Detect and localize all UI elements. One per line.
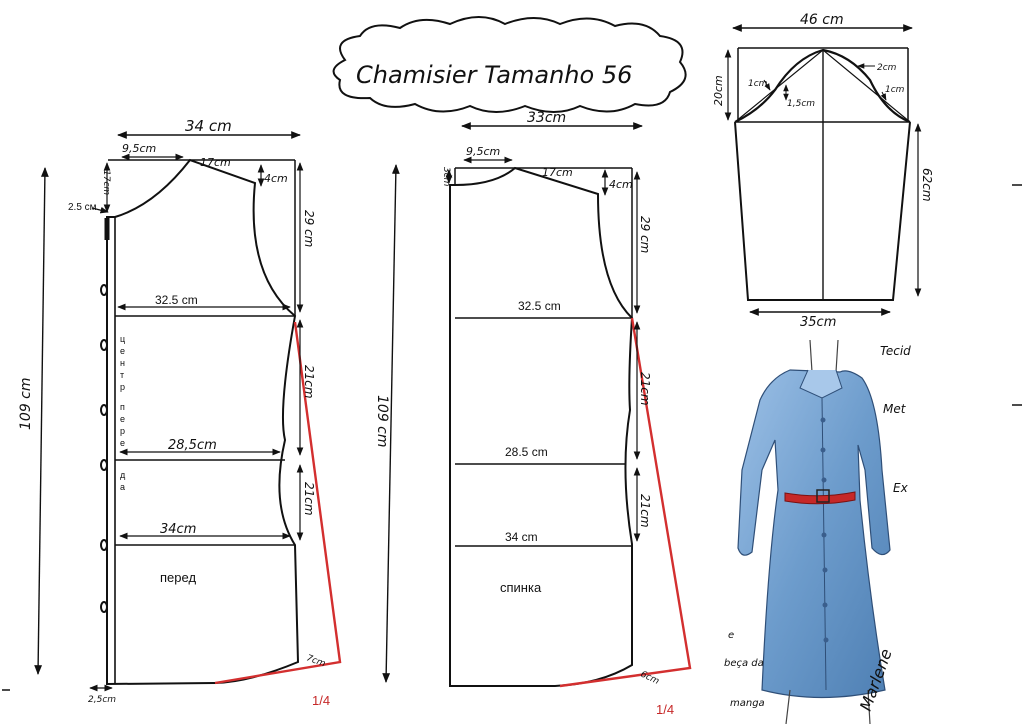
front-quarter: 1/4 [312, 693, 330, 708]
title-cloud: Chamisier Tamanho 56 [332, 16, 687, 113]
back-shoulder: 17cm [542, 166, 573, 179]
sleeve-cap [734, 48, 911, 124]
page-title: Chamisier Tamanho 56 [356, 61, 632, 89]
svg-text:р: р [120, 426, 125, 436]
front-extension: 2.5 cм [68, 202, 97, 213]
sleeve-piece: 46 cm 35cm 20cm 62cm 1cm 1,5cm 2cm 1cm [712, 12, 934, 330]
sketch-note-e: e [728, 630, 734, 641]
svg-text:д: д [120, 470, 126, 480]
back-armhole-depth: 29 cm [638, 216, 652, 253]
center-front-label: ц е н т р п е р е д а [120, 334, 126, 492]
svg-text:р: р [120, 382, 125, 392]
front-length: 109 cm [18, 377, 34, 430]
sleeve-note-2: 1,5cm [787, 99, 815, 109]
sleeve-top-width: 46 cm [800, 12, 844, 28]
front-neck-depth: 17cm [101, 170, 111, 195]
front-placket: 2,5cm [88, 695, 116, 705]
edge-marks [2, 184, 1022, 691]
svg-text:е: е [120, 438, 125, 448]
front-red-correction [214, 321, 342, 685]
front-top-width: 34 cm [185, 117, 232, 135]
front-shoulder-drop: 4cm [264, 172, 288, 185]
front-side-upper: 21cm [302, 365, 316, 399]
back-neck-width: 9,5cm [466, 145, 500, 158]
back-piece: 33cm 9,5cm 17cm 4cm 32.5 cm 28.5 cm 34 c… [374, 110, 692, 717]
back-length: 109 cm [374, 395, 390, 448]
back-top-width: 33cm [527, 110, 566, 126]
front-label: перед [160, 570, 196, 585]
front-piece: 34 cm 9,5cm 17cm 4cm 2.5 cм 32.5 cm 28,5… [18, 117, 342, 708]
back-red-correction [559, 317, 692, 688]
back-quarter: 1/4 [656, 702, 674, 717]
sleeve-note-1: 1cm [748, 79, 768, 89]
svg-text:п: п [120, 402, 125, 412]
svg-text:н: н [120, 358, 125, 368]
front-buttons [100, 284, 108, 613]
back-outline [449, 166, 634, 687]
svg-text:а: а [120, 482, 125, 492]
sleeve-outline [734, 121, 911, 301]
dress-sketch: Tecid Met Ex e beça da manga Marlene [722, 334, 912, 724]
sleeve-cap-height: 20cm [712, 75, 725, 106]
back-waist: 28.5 cm [505, 445, 548, 459]
sketch-note-tecid: Tecid [880, 344, 911, 358]
front-outline [106, 158, 300, 686]
back-label: спинка [500, 580, 542, 595]
back-neck-depth: 3cm [441, 167, 451, 187]
sketch-note-manga: manga [730, 698, 765, 709]
back-side-upper: 21cm [638, 372, 652, 406]
svg-text:е: е [120, 414, 125, 424]
back-hip: 34 cm [505, 530, 538, 544]
front-waist: 28,5cm [168, 438, 217, 453]
back-shoulder-drop: 4cm [609, 178, 633, 191]
front-side-lower: 21cm [302, 482, 316, 516]
sleeve-note-4: 1cm [885, 85, 905, 95]
sketch-note-met: Met [883, 402, 907, 416]
sleeve-bottom-width: 35cm [800, 315, 836, 330]
sleeve-note-3: 2cm [877, 63, 897, 73]
svg-text:е: е [120, 346, 125, 356]
back-chest: 32.5 cm [518, 299, 561, 313]
front-neck-width: 9,5cm [122, 142, 156, 155]
front-shoulder: 17cm [200, 156, 231, 169]
back-side-lower: 21cm [638, 494, 652, 528]
front-chest: 32.5 cm [155, 293, 198, 307]
front-armhole-depth: 29 cm [302, 210, 316, 247]
sketch-note-beca: beça da [724, 658, 764, 669]
svg-text:т: т [120, 370, 124, 380]
svg-text:ц: ц [120, 334, 125, 344]
sleeve-length: 62cm [920, 168, 934, 202]
front-hip: 34cm [160, 522, 196, 537]
sketch-note-ex: Ex [893, 481, 909, 495]
